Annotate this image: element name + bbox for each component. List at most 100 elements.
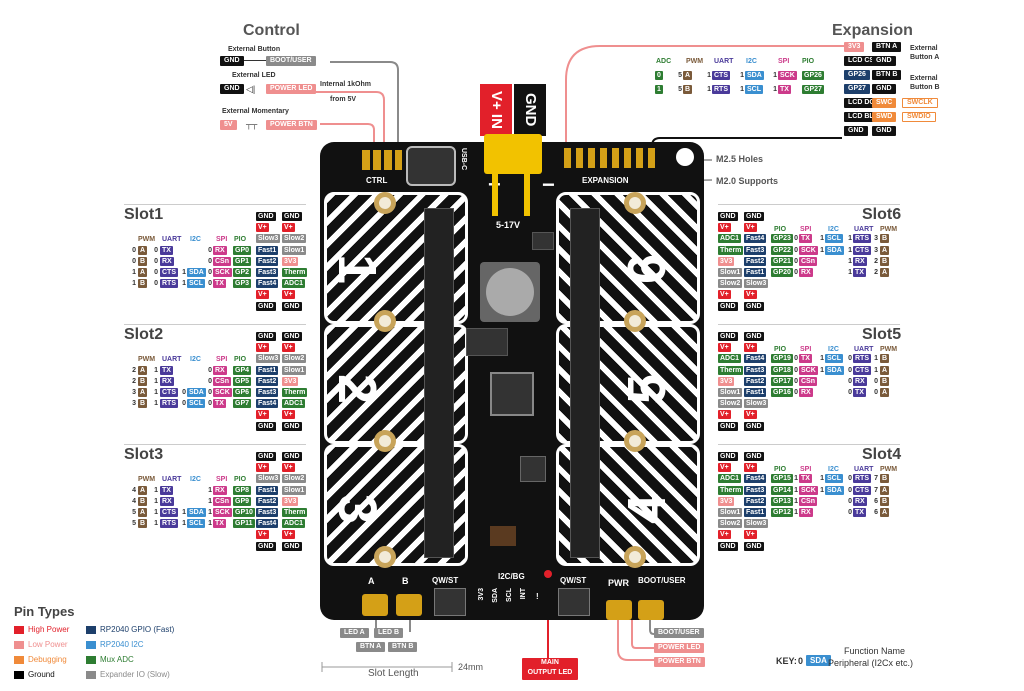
slot-title-left-2: Slot3 (124, 446, 164, 463)
ctrl-label: CTRL (366, 176, 388, 185)
m20-support-7 (624, 430, 646, 452)
pin-right: V+ (744, 223, 757, 233)
slow-pin: Slow1 (718, 388, 743, 397)
button-b[interactable] (396, 594, 422, 616)
fast-pin: Fast4 (256, 399, 279, 409)
exp-adc-header: ADC (656, 58, 672, 65)
slow-pin: Slow1 (718, 268, 743, 277)
slow-pin: ADC1 (718, 354, 742, 364)
exp-lcd-dc: LCD DC (844, 98, 879, 108)
pio-func: GP8 (233, 485, 252, 495)
ext-btn-a-label: External Button A (910, 45, 940, 61)
exp-r2-spi-n: 1 (773, 86, 777, 93)
exp-gnd-4: GND (872, 126, 896, 136)
spi-func: SCK (213, 388, 232, 397)
uart-func: CTS (853, 485, 871, 495)
uart-num: 0 (848, 355, 852, 363)
fast-pin: Fast1 (256, 245, 279, 255)
pwr-button[interactable] (606, 600, 632, 620)
slow-pin: Therm (282, 508, 308, 517)
exp-gnd-1: GND (872, 56, 896, 66)
pio-func: GP7 (233, 399, 252, 409)
button-a[interactable] (362, 594, 388, 616)
pin-left: V+ (282, 343, 295, 353)
legend-title: Pin Types (14, 604, 75, 619)
pin-left: V+ (256, 530, 269, 540)
slot-header-spi: SPI (800, 346, 812, 353)
key-periph: Peripheral (I2Cx etc.) (828, 658, 914, 668)
qwst-label-right: QW/ST (560, 576, 587, 585)
slow-pin: Slow1 (718, 508, 743, 517)
pio-func: GP3 (233, 279, 252, 289)
pwm-func: B (138, 376, 148, 386)
pwm-num: 7 (874, 486, 878, 494)
pin-left: Slow2 (282, 474, 307, 484)
pin-left: GND (256, 332, 276, 341)
uart-func: RX (160, 496, 174, 506)
spi-num: 0 (794, 366, 798, 374)
power-led-pin: POWER LED (266, 84, 317, 94)
slot-header-spi: SPI (800, 226, 812, 233)
legend-label: Mux ADC (100, 655, 134, 664)
uart-num: 1 (848, 235, 852, 243)
i2c-func: SDA (825, 485, 844, 495)
spi-num: 1 (794, 509, 798, 516)
slot-header-i2c: I2C (828, 466, 839, 473)
uart-num: 1 (848, 257, 852, 265)
fast-pin: Fast2 (256, 496, 279, 506)
slot-divider (124, 204, 306, 205)
exp-swclk: SWCLK (902, 98, 938, 108)
slow-pin: 3V3 (282, 256, 299, 266)
uart-func: RX (160, 256, 174, 266)
pin-right: V+ (744, 290, 757, 300)
slot-title-right-2: Slot4 (862, 446, 902, 463)
i2c-func: SDA (187, 268, 206, 277)
uart-num: 1 (154, 377, 158, 385)
slot-header-pwm: PWM (138, 236, 156, 243)
i2c-num: 1 (182, 280, 186, 288)
usb-c-port (406, 146, 456, 186)
spi-num: 0 (208, 269, 212, 276)
pwm-num: 3 (874, 246, 878, 254)
slot-header-pwm: PWM (880, 346, 898, 353)
pwm-num: 2 (132, 377, 136, 385)
pio-func: GP20 (771, 268, 793, 277)
uart-num: 0 (848, 475, 852, 483)
slot-divider (124, 444, 306, 445)
slow-pin: Slow1 (282, 365, 307, 375)
main-output-led-label: MAIN OUTPUT LED (522, 658, 578, 680)
pin-left: GND (256, 452, 276, 461)
pwm-func: A (880, 508, 890, 517)
slot-header-i2c: I2C (190, 356, 201, 363)
slot-header-i2c: I2C (190, 476, 201, 483)
i2c-func: SDA (825, 365, 844, 375)
from-5v-label: from 5V (330, 96, 357, 103)
pwm-num: 6 (874, 497, 878, 505)
pwm-num: 1 (132, 280, 136, 288)
boot-button[interactable] (638, 600, 664, 620)
legend-swatch (86, 641, 96, 649)
fast-pin: Fast1 (744, 268, 767, 277)
key-fn-name: Function Name (844, 646, 906, 656)
uart-num: 1 (154, 520, 158, 528)
spi-func: TX (213, 279, 226, 289)
spi-num: 1 (208, 486, 212, 494)
pio-func: GP11 (233, 519, 255, 529)
ext-btn-b-label: External Button B (910, 75, 940, 91)
slow-pin: Therm (718, 485, 744, 495)
exp-r1-adc-n: 0 (655, 71, 663, 80)
spi-func: RX (213, 245, 227, 255)
ext-led-label: External LED (232, 72, 276, 79)
i2c-num: 1 (182, 509, 186, 516)
slow-pin: Slow1 (282, 485, 307, 495)
exp-r2-pwm: B (683, 85, 693, 94)
uart-num: 1 (154, 400, 158, 408)
i2c-func: SCL (187, 519, 205, 529)
spi-num: 1 (208, 497, 212, 505)
exp-r2-pio: GP27 (802, 85, 824, 94)
xt30-pin-minus (524, 174, 530, 216)
exp-r1-pio: GP26 (802, 71, 824, 80)
legend-label: Debugging (28, 655, 67, 664)
spi-num: 0 (208, 389, 212, 396)
uart-num: 0 (848, 377, 852, 385)
